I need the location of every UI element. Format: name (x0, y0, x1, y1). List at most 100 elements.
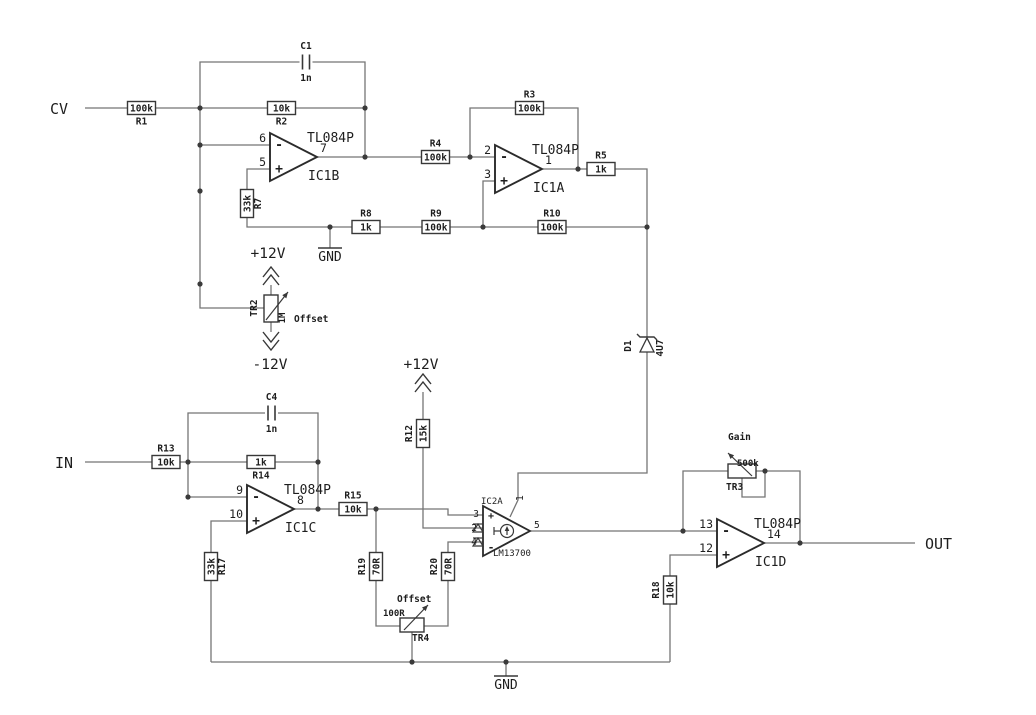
resistor-name: R5 (595, 151, 607, 162)
resistor-name: R2 (276, 117, 287, 128)
resistor-name: R7 (253, 198, 264, 209)
part-label: TL084P (532, 143, 579, 158)
port-label: IN (55, 454, 73, 472)
part-label: LM13700 (493, 549, 531, 559)
pot-name: TR2 (249, 299, 260, 316)
capacitor-name: C4 (266, 392, 278, 403)
junction-dot (315, 459, 321, 465)
wire (424, 541, 483, 627)
noninverting-input-mark: + (252, 514, 260, 529)
pot-value: 100R (383, 609, 405, 619)
resistor-value: 10k (157, 458, 174, 469)
noninverting-input-mark: + (722, 548, 730, 563)
wire (210, 520, 247, 662)
resistor-value: 15k (419, 425, 430, 442)
resistor-name: R13 (157, 444, 174, 455)
resistor-name: R10 (543, 209, 560, 220)
pot-value: 500k (737, 459, 759, 469)
junction-dot (575, 166, 581, 172)
wire (375, 509, 400, 627)
port-label: OUT (925, 535, 952, 553)
part-label: TL084P (754, 517, 801, 532)
junction-dot (197, 142, 203, 148)
part-label: TL084P (284, 483, 331, 498)
noninverting-input-mark: + (500, 174, 508, 189)
pin-number: 7 (320, 141, 327, 155)
pot-function-label: Gain (728, 432, 751, 443)
resistor-name: R14 (252, 471, 269, 482)
junction-dot (373, 506, 379, 512)
part-label: TL084P (307, 131, 354, 146)
minus-input-mark: - (488, 541, 495, 554)
resistor-R10: 100k R10 (537, 209, 567, 235)
pin-number: 2 (484, 143, 491, 157)
resistor-value: 100k (541, 223, 564, 234)
wire (741, 471, 766, 498)
capacitor-value: 1n (266, 424, 277, 435)
pot-function-label: Offset (294, 314, 328, 325)
junction-dot (197, 281, 203, 287)
port-in: IN (55, 454, 73, 472)
junction-dot (409, 659, 415, 665)
power-rail-label: +12V (251, 246, 286, 262)
resistor-value: 100k (518, 104, 541, 115)
wire (509, 352, 648, 518)
resistor-name: R15 (344, 491, 361, 502)
resistor-name: R12 (404, 425, 415, 442)
resistor-value: 1k (595, 165, 607, 176)
resistor-value: 100k (130, 104, 153, 115)
diode-value: 4U7 (655, 339, 666, 356)
power-rail-label: +12V (404, 357, 439, 373)
power-rail-label: -12V (253, 357, 288, 373)
ground-label: GND (318, 250, 342, 265)
power-minus12v: -12V (253, 331, 288, 373)
pot-value: 1M (278, 312, 288, 323)
pin-number: 12 (699, 541, 713, 555)
junction-dots (185, 105, 803, 665)
ic-name: IC1D (755, 555, 786, 570)
ic-name: IC1A (533, 181, 564, 196)
ic-name: IC1C (285, 521, 316, 536)
resistor-value: 33k (243, 195, 254, 212)
capacitor-name: C1 (300, 41, 312, 52)
pin-number: 5 (259, 155, 266, 169)
resistor-name: R1 (136, 117, 148, 128)
wire (199, 108, 264, 309)
wire (482, 180, 495, 227)
junction-dot (797, 540, 803, 546)
wire (376, 508, 483, 516)
resistor-R12: 15k R12 (404, 418, 431, 449)
pin-number: 2 (471, 523, 477, 534)
pin-number: 1 (545, 153, 552, 167)
wire (669, 554, 717, 662)
pin-number: 6 (259, 131, 266, 145)
resistor-name: R4 (430, 139, 442, 150)
junction-dot (197, 188, 203, 194)
junction-dot (315, 506, 321, 512)
resistor-name: R19 (357, 558, 368, 575)
pot-name: TR4 (412, 633, 429, 644)
ic-name: IC1B (308, 169, 339, 184)
pin-number: 9 (236, 483, 243, 497)
pin-number: 14 (767, 527, 781, 541)
wire (756, 470, 801, 543)
